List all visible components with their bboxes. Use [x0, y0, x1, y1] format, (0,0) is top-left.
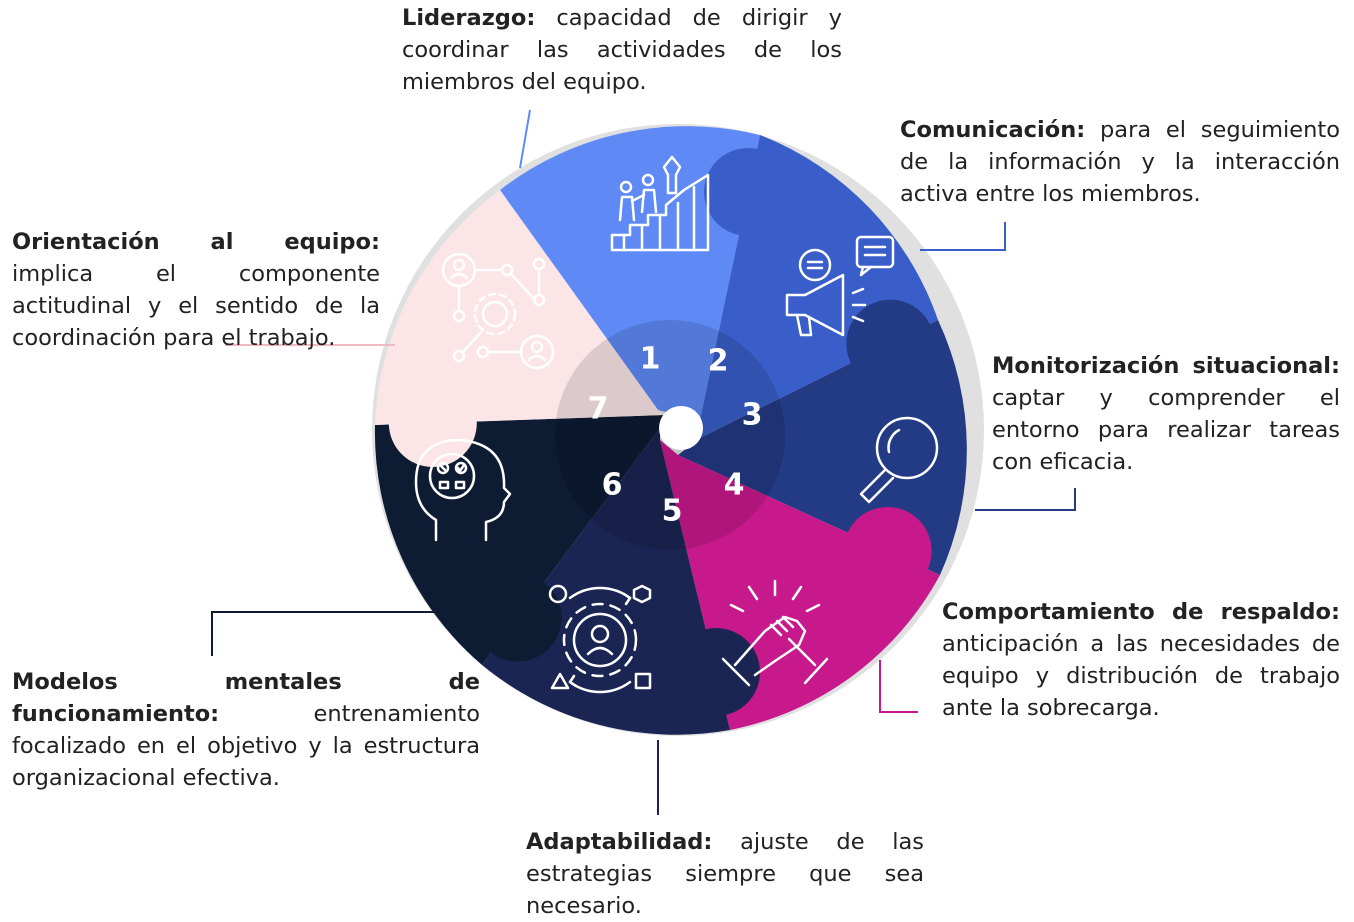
segment-4-number: 4 — [724, 468, 745, 503]
leadership-climb-icon — [610, 155, 710, 252]
segment-7-description: Orientación al equipo: implica el compon… — [12, 226, 380, 354]
segment-6-title: Modelos mentales de funcionamiento: — [12, 669, 480, 727]
handshake-icon — [721, 579, 829, 687]
segment-6-number: 6 — [602, 468, 623, 503]
gear-person-cycle-icon — [548, 584, 652, 694]
segment-2-title: Comunicación: — [900, 117, 1086, 143]
segment-4-title: Comportamiento de respaldo: — [942, 599, 1340, 625]
segment-1-number: 1 — [640, 342, 661, 377]
segment-3-title: Monitorización situacional: — [992, 353, 1340, 379]
segment-4-text: anticipación a las necesidades de equipo… — [942, 631, 1340, 721]
segment-7-number: 7 — [588, 392, 609, 427]
segment-3-description: Monitorización situacional: captar y com… — [992, 350, 1340, 478]
segment-4-knob — [843, 507, 932, 595]
segment-6-knob — [473, 573, 562, 662]
segment-6-wedge — [374, 415, 664, 665]
segment-6-description: Modelos mentales de funcionamiento: entr… — [12, 666, 480, 794]
segment-7-knob — [388, 379, 477, 467]
segment-5-wedge — [482, 428, 730, 735]
segment-5-title: Adaptabilidad: — [526, 829, 713, 855]
segment-6-text: entrenamiento focalizado en el objetivo … — [12, 701, 480, 791]
segment-5-text: ajuste de las estrategias siempre que se… — [526, 829, 924, 919]
head-mind-icon — [414, 438, 512, 542]
segment-2-description: Comunicación: para el seguimiento de la … — [900, 114, 1340, 210]
magnifier-icon — [859, 416, 939, 504]
segment-5-knob — [672, 628, 760, 716]
communication-megaphone-icon — [785, 235, 895, 337]
segment-1-text: capacidad de dirigir y coordinar las act… — [402, 5, 842, 95]
segment-5-number: 5 — [662, 494, 683, 529]
segment-7-title: Orientación al equipo: — [12, 229, 380, 255]
segment-3-knob — [846, 299, 935, 388]
segment-1-title: Liderazgo: — [402, 5, 536, 31]
segment-2-number: 2 — [708, 344, 729, 379]
segment-4-description: Comportamiento de respaldo: anticipación… — [942, 596, 1340, 724]
segment-7-wedge — [375, 190, 664, 425]
segment-5-description: Adaptabilidad: ajuste de las estrategias… — [526, 826, 924, 922]
segment-2-text: para el seguimiento de la información y … — [900, 117, 1340, 207]
segment-3-connector — [975, 488, 1076, 511]
segment-3-text: captar y comprender el entorno para real… — [992, 385, 1340, 475]
segment-3-number: 3 — [742, 398, 763, 433]
segment-2-knob — [704, 148, 792, 236]
segment-2-connector — [920, 222, 1006, 251]
team-network-icon — [441, 252, 555, 370]
segment-6-connector — [211, 611, 440, 656]
center-hole — [659, 406, 703, 450]
segment-1-connector — [519, 109, 531, 169]
segment-7-text: implica el componente actitudinal y el s… — [12, 261, 380, 351]
segment-4-connector — [879, 660, 918, 713]
segment-1-description: Liderazgo: capacidad de dirigir y coordi… — [402, 2, 842, 98]
